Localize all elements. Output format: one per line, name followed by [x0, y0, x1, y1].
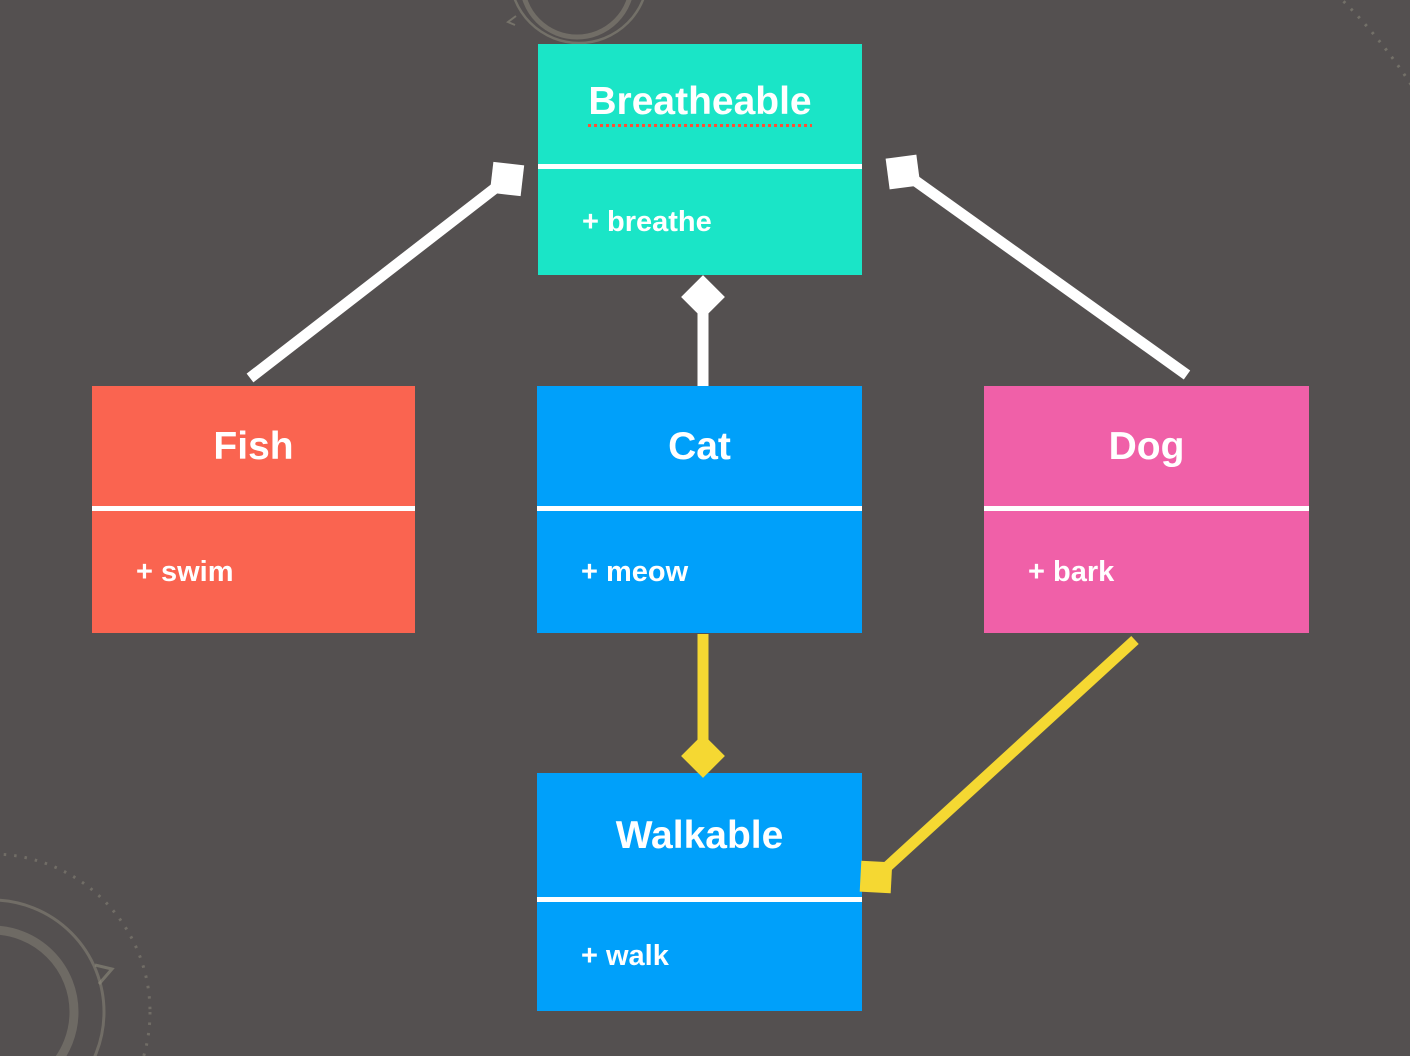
- connector-line[interactable]: [899, 167, 1191, 380]
- sketch-dashed-arc-top-right: [1340, 0, 1410, 86]
- node-divider: [538, 164, 862, 169]
- diamond-arrowhead-icon: [885, 154, 921, 190]
- diamond-arrowhead-icon: [489, 161, 525, 197]
- class-node-walkable[interactable]: Walkable + walk: [537, 773, 862, 1011]
- sketch-circle: [522, 0, 632, 40]
- node-title: Walkable: [615, 813, 784, 857]
- node-divider: [537, 897, 862, 902]
- sketch-circle: [0, 925, 79, 1056]
- node-title-section: Walkable: [537, 773, 862, 897]
- sketch-arrow-icon: [94, 963, 115, 985]
- node-title: Dog: [1108, 424, 1185, 468]
- sketch-circle: [513, 0, 645, 45]
- connector-cat-walkable[interactable]: [681, 634, 725, 778]
- connector-line[interactable]: [872, 635, 1139, 882]
- connector-cat-breatheable[interactable]: [681, 275, 725, 386]
- sketch-circles-bottom-left: [0, 852, 152, 1056]
- node-attribute-section: + bark: [984, 511, 1309, 633]
- node-divider: [92, 506, 415, 511]
- node-title-section: Cat: [537, 386, 862, 506]
- class-node-breatheable[interactable]: Breatheable + breathe: [538, 44, 862, 275]
- sketch-circles-top: [506, 0, 645, 45]
- class-node-fish[interactable]: Fish + swim: [92, 386, 415, 633]
- sketch-tick-icon: [506, 15, 517, 26]
- node-attribute-section: + meow: [537, 511, 862, 633]
- sketch-circle: [0, 898, 106, 1056]
- node-attribute-section: + swim: [92, 511, 415, 633]
- diamond-arrowhead-icon: [681, 734, 725, 778]
- node-title-section: Dog: [984, 386, 1309, 506]
- connector-dog-breatheable[interactable]: [885, 154, 1191, 380]
- node-divider: [984, 506, 1309, 511]
- node-divider: [537, 506, 862, 511]
- diamond-arrowhead-icon: [859, 860, 893, 894]
- node-attribute: + walk: [581, 940, 669, 972]
- node-title-section: Breatheable: [538, 44, 862, 164]
- node-attribute: + swim: [136, 555, 234, 588]
- class-node-dog[interactable]: Dog + bark: [984, 386, 1309, 633]
- connector-fish-breatheable[interactable]: [246, 161, 525, 383]
- sketch-dashed-circle: [0, 852, 152, 1056]
- node-title-section: Fish: [92, 386, 415, 506]
- node-title: Fish: [213, 424, 294, 468]
- node-attribute: + bark: [1028, 555, 1115, 588]
- node-attribute: + breathe: [582, 205, 712, 238]
- node-attribute: + meow: [581, 555, 689, 588]
- node-title: Breatheable: [588, 81, 812, 127]
- connector-line[interactable]: [246, 174, 511, 383]
- node-attribute-section: + walk: [537, 902, 862, 1011]
- node-title: Cat: [668, 424, 731, 468]
- class-node-cat[interactable]: Cat + meow: [537, 386, 862, 633]
- connector-dog-walkable[interactable]: [859, 635, 1139, 894]
- node-attribute-section: + breathe: [538, 169, 862, 275]
- diamond-arrowhead-icon: [681, 275, 725, 319]
